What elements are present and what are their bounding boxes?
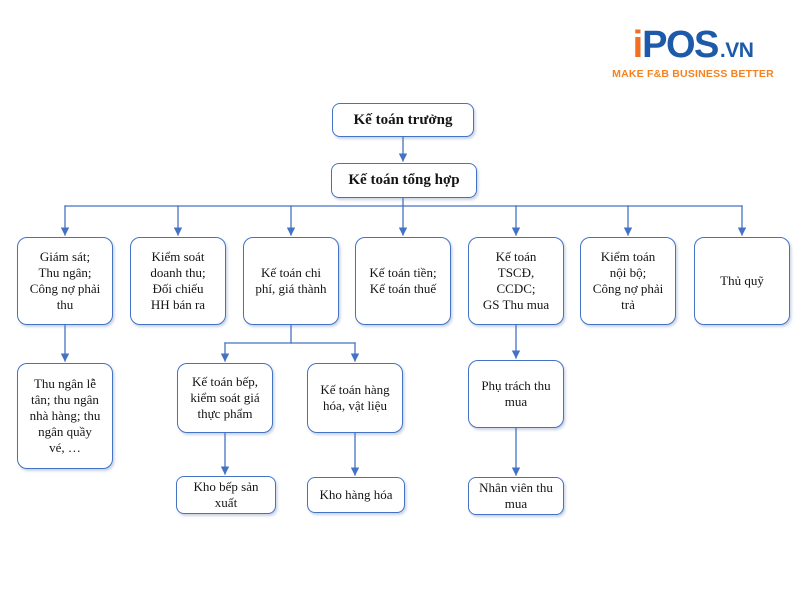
org-node-ke-toan-truong: Kế toán trưởng [332,103,474,137]
org-node-nhan-vien-thu-mua: Nhân viên thu mua [468,477,564,515]
org-node-giam-sat: Giám sát; Thu ngân; Công nợ phải thu [17,237,113,325]
ipos-logo: i POS .VN MAKE F&B BUSINESS BETTER [608,24,778,80]
org-node-kiem-soat-doanh-thu: Kiểm soát doanh thu; Đối chiếu HH bán ra [130,237,226,325]
org-node-kho-hang-hoa: Kho hàng hóa [307,477,405,513]
org-node-ke-toan-bep: Kế toán bếp, kiểm soát giá thực phẩm [177,363,273,433]
org-node-ke-toan-chi-phi: Kế toán chi phí, giá thành [243,237,339,325]
org-node-thu-quy: Thủ quỹ [694,237,790,325]
org-node-ke-toan-hang-hoa: Kế toán hàng hóa, vật liệu [307,363,403,433]
org-node-ke-toan-tscd: Kế toán TSCĐ, CCDC; GS Thu mua [468,237,564,325]
logo-letter-i: i [632,24,644,66]
logo-suffix-vn: .VN [719,39,754,62]
org-node-ke-toan-tong-hop: Kế toán tổng hợp [331,163,477,198]
org-node-thu-ngan-le-tan: Thu ngân lễ tân; thu ngân nhà hàng; thu … [17,363,113,469]
org-node-ke-toan-tien: Kế toán tiền; Kế toán thuế [355,237,451,325]
ipos-logo-wordmark: i POS .VN [608,24,778,67]
org-node-phu-trach-thu-mua: Phụ trách thu mua [468,360,564,428]
logo-tagline: MAKE F&B BUSINESS BETTER [612,68,774,80]
logo-letters-pos: POS [642,24,719,66]
org-node-kiem-toan-noi-bo: Kiểm toán nội bộ; Công nợ phải trả [580,237,676,325]
org-node-kho-bep-san-xuat: Kho bếp sản xuất [176,476,276,514]
